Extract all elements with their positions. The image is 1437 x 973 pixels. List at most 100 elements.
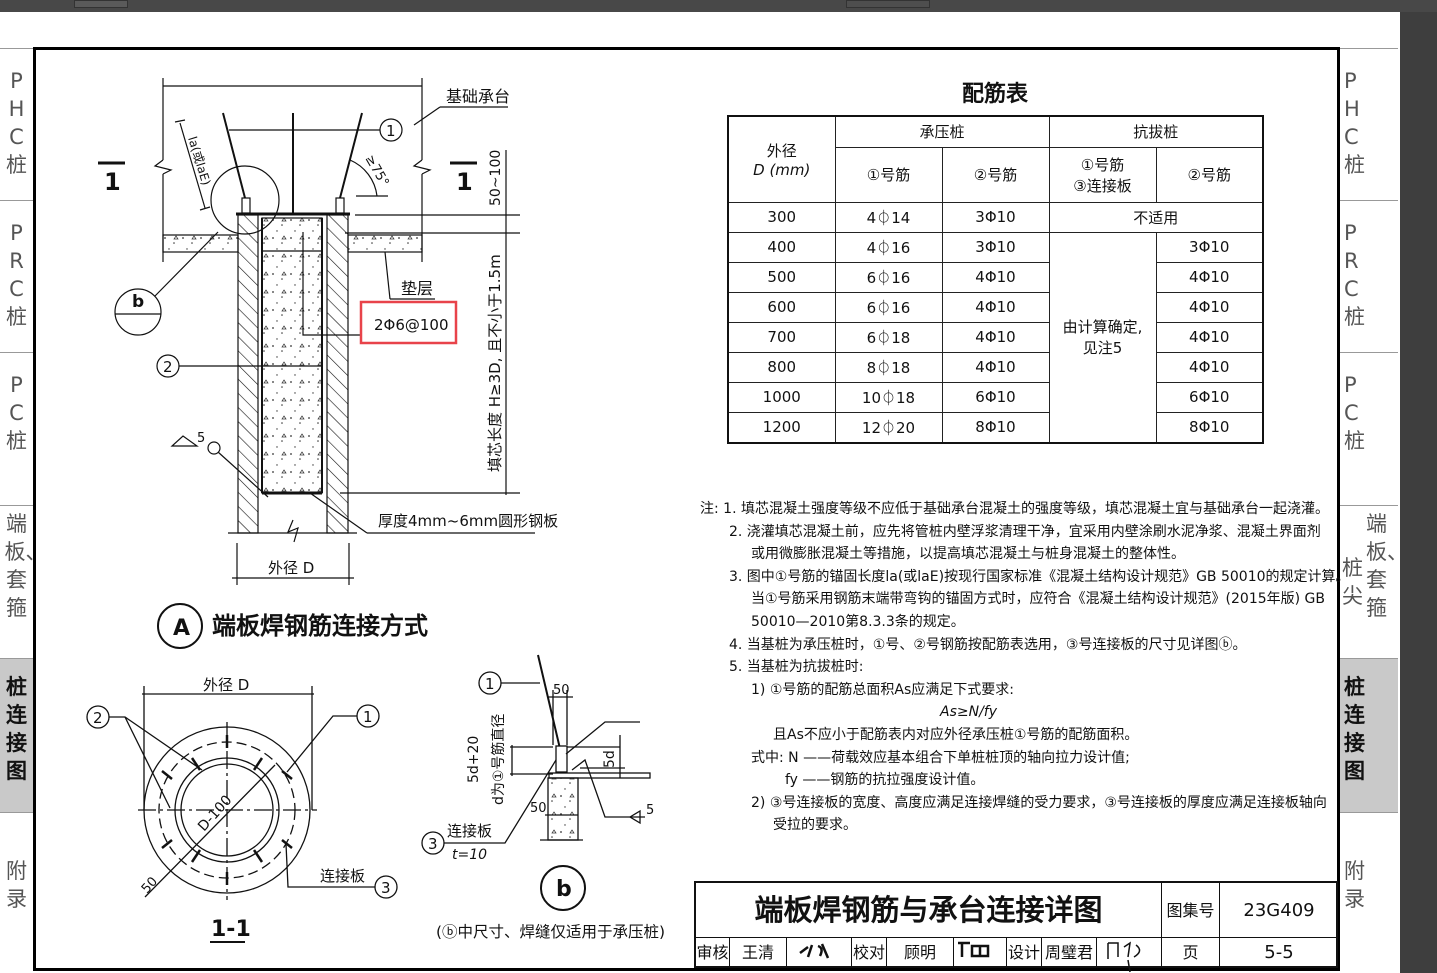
tab-label: 桩尖: [1342, 556, 1363, 608]
tab-label: 桩连接图: [1344, 675, 1365, 783]
drawing-title: 端板焊钢筋与承台连接详图: [696, 883, 1162, 938]
note-line: 2. 浇灌填芯混凝土前，应先将管桩内壁浮浆清理干净，宜采用内壁涂刷水泥净浆、混凝…: [729, 523, 1321, 540]
tab-label: PHC桩: [6, 69, 27, 177]
detail-b-caption: (ⓑ中尺寸、焊缝仅适用于承压桩): [436, 923, 665, 941]
section-plate-label: 连接板: [320, 867, 365, 885]
note-line: 当①号筋采用钢筋末端带弯钩的锚固方式时，应符合《混凝土结构设计规范》(2015年…: [751, 591, 1326, 608]
tab-phc[interactable]: PHC桩: [0, 48, 33, 200]
tab-prc[interactable]: PRC桩: [1340, 200, 1398, 352]
cap-label: 基础承台: [446, 87, 510, 106]
viewer-toolbar: [0, 0, 1437, 12]
outer-diameter-label: 外径 D: [268, 559, 314, 577]
tab-pc[interactable]: PC桩: [1340, 352, 1398, 505]
plate-thickness: t=10: [452, 847, 487, 863]
weld-size-label: 5: [197, 431, 205, 446]
callout-3: 3: [381, 879, 391, 897]
highlight-box: [359, 300, 458, 345]
reviewer: 王清: [730, 938, 787, 968]
toolbar-button[interactable]: [74, 0, 128, 8]
section-mark-right: 1: [456, 168, 473, 196]
tab-appendix[interactable]: 附录: [0, 812, 33, 968]
tab-label: PRC桩: [6, 221, 27, 329]
detail-a-title: 端板焊钢筋连接方式: [212, 612, 428, 640]
detail-marker-a: A: [173, 616, 190, 641]
detail-marker-b: b: [556, 877, 572, 902]
callout-3: 3: [428, 835, 438, 853]
table-title: 配筋表: [961, 82, 1028, 107]
dim-5d-plus-20: 5d+20: [466, 736, 482, 783]
tab-appendix[interactable]: 附录: [1340, 812, 1398, 968]
callout-1: 1: [386, 122, 396, 140]
callout-1: 1: [363, 708, 373, 726]
header-tension: 抗拔桩: [1048, 115, 1264, 148]
note-line: 4. 当基桩为承压桩时，①号、②号钢筋按配筋表选用，③号连接板的尺寸见详图ⓑ。: [729, 636, 1247, 653]
section-title: 1-1: [211, 917, 251, 942]
by-calc-cell: 由计算确定,见注5: [1048, 231, 1157, 443]
designer: 周璧君: [1042, 938, 1097, 968]
title-block: 端板焊钢筋与承台连接详图 图集号 23G409 审核 王清 校对 顾明 设计 周…: [694, 881, 1338, 968]
plate-label: 连接板: [447, 822, 492, 840]
dim-fill-length: 填芯长度 H≥3D, 且不小于1.5m: [486, 254, 504, 472]
note-line: 式中: N ——荷载效应基本组合下单桩桩顶的轴向拉力设计值;: [751, 749, 1130, 766]
header-bar1: ①号筋: [834, 146, 943, 203]
tab-label: PC桩: [1344, 373, 1365, 453]
detail-a-drawing: [98, 78, 535, 649]
note-line: 且As不应小于配筋表内对应外径承压桩①号筋的配筋面积。: [773, 726, 1139, 743]
anchor-length-label: la(或laE): [185, 135, 213, 187]
tab-prc[interactable]: PRC桩: [0, 200, 33, 352]
designer-signature: [1097, 938, 1162, 968]
callout-1: 1: [485, 675, 495, 693]
tab-label: 桩连接图: [6, 675, 27, 783]
note-line: 50010—2010第8.3.3条的规定。: [751, 613, 965, 630]
checker: 顾明: [887, 938, 954, 968]
tab-label: PHC桩: [1344, 69, 1365, 177]
tab-pc[interactable]: PC桩: [0, 352, 33, 505]
note-line: 注: 1. 填芯混凝土强度等级不应低于基础承台混凝土的强度等级，填芯混凝土宜与基…: [700, 501, 1329, 517]
drawing-frame: [33, 47, 1340, 971]
note-line: 5. 当基桩为抗拔桩时:: [729, 659, 864, 676]
tab-label: PRC桩: [1344, 221, 1365, 329]
dim-50-top: 50: [553, 683, 570, 698]
viewer-scroll-strip[interactable]: [1400, 12, 1437, 973]
page-label: 页: [1162, 938, 1220, 968]
reviewer-signature: [787, 938, 852, 968]
callout-b[interactable]: b: [132, 292, 144, 312]
stirrup-label: 2Φ6@100: [374, 316, 449, 334]
header-bar2: ②号筋: [941, 146, 1050, 203]
atlas-label: 图集号: [1162, 883, 1220, 938]
tab-pile-connection[interactable]: 桩连接图: [0, 658, 33, 812]
note-line: 1) ①号筋的配筋总面积As应满足下式要求:: [751, 681, 1014, 698]
header-tension-bar2: ②号筋: [1155, 146, 1264, 203]
note-line: 2) ③号连接板的宽度、高度应满足连接焊缝的受力要求，③号连接板的厚度应满足连接…: [751, 794, 1327, 811]
tab-label: 附录: [1344, 859, 1365, 911]
note-line: fy ——钢筋的抗拉强度设计值。: [785, 772, 985, 789]
section-mark-left: 1: [104, 168, 121, 196]
note-line: 3. 图中①号筋的锚固长度la(或laE)按现行国家标准《混凝土结构设计规范》G…: [729, 568, 1350, 585]
tab-label: PC桩: [6, 373, 27, 453]
section-edge-dim: 50: [139, 874, 161, 896]
page-number-field[interactable]: [846, 0, 930, 8]
tab-label: 附录: [6, 859, 27, 911]
tab-pile-connection[interactable]: 桩连接图: [1340, 658, 1398, 812]
dim-top: 50~100: [488, 150, 504, 206]
note-line: 或用微膨胀混凝土等措施，以提高填芯混凝土与桩身混凝土的整体性。: [751, 546, 1185, 563]
section-outer-diameter: 外径 D: [203, 676, 249, 694]
weld-size: 5: [646, 803, 654, 818]
atlas-number: 23G409: [1220, 883, 1338, 938]
tab-phc[interactable]: PHC桩: [1340, 48, 1398, 200]
design-label: 设计: [1007, 938, 1042, 968]
plate-label: 厚度4mm~6mm圆形钢板: [378, 512, 558, 530]
section-1-1-drawing: [86, 686, 398, 943]
not-applicable-cell: 不适用: [1048, 201, 1264, 233]
cushion-label: 垫层: [401, 279, 433, 298]
checker-signature: [954, 938, 1007, 968]
